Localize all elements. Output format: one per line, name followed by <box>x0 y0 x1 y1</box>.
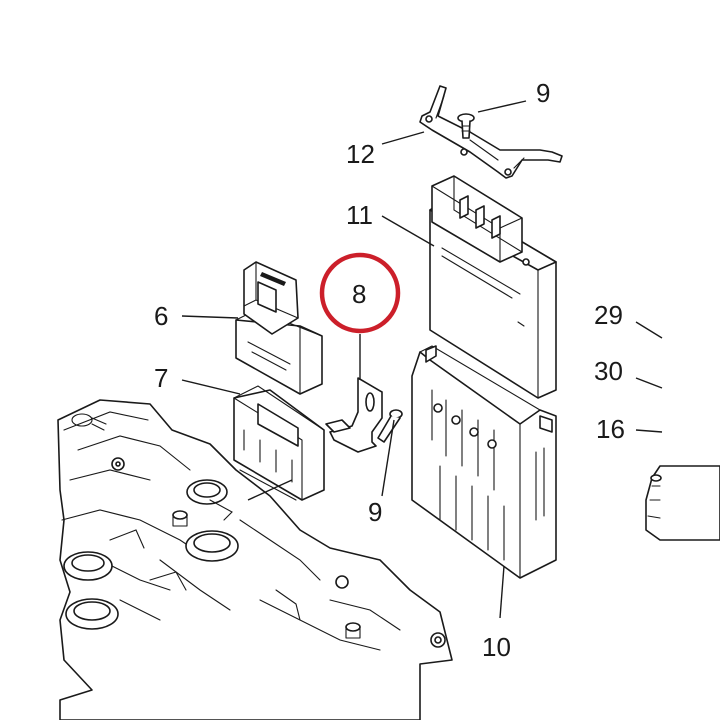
part-16-partial <box>645 465 720 541</box>
callout-8: 8 <box>352 279 366 309</box>
part-6-connector <box>235 261 323 395</box>
callout-30: 30 <box>594 356 623 386</box>
callout-11: 11 <box>346 200 373 230</box>
part-8-bracket <box>325 377 383 453</box>
callout-12: 12 <box>346 139 375 169</box>
leader-lines <box>181 100 663 619</box>
callout-10: 10 <box>482 632 511 662</box>
callout-6: 6 <box>154 301 168 331</box>
callout-9-top: 9 <box>536 78 550 108</box>
callout-7: 7 <box>154 363 168 393</box>
part-12-bracket <box>419 85 563 179</box>
part-7-housing <box>233 385 325 501</box>
part-9-bolt-bottom <box>377 409 403 443</box>
callout-16: 16 <box>596 414 625 444</box>
callout-29: 29 <box>594 300 623 330</box>
part-10-holder-tray <box>411 345 557 579</box>
highlight-ring <box>319 252 401 334</box>
callout-9-bottom: 9 <box>368 497 382 527</box>
part-9-screw-top <box>457 113 475 139</box>
part-11-control-unit <box>429 175 557 399</box>
engine-intake-body <box>57 399 453 720</box>
